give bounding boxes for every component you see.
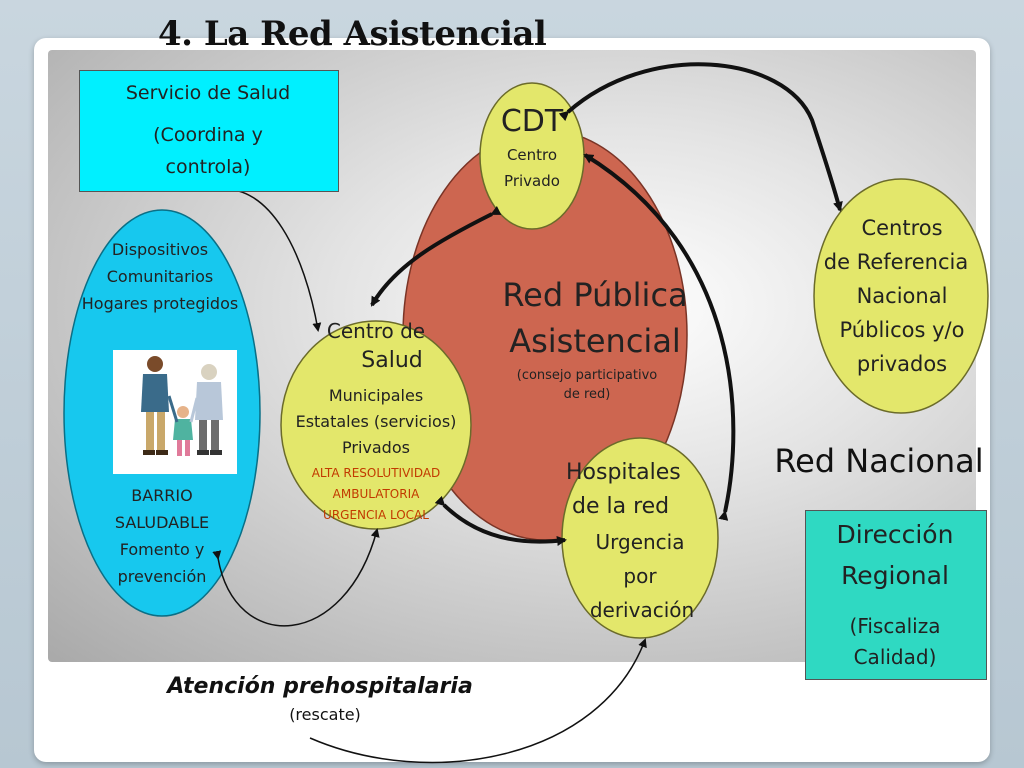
hospitales-line3: Urgencia [595,530,685,554]
referencia-line4: Públicos y/o [839,318,965,342]
red-publica-line3: (consejo participativo [516,368,658,383]
hospitales-line1: Hospitales [566,460,681,485]
referencia-line2: de Referencia [823,250,969,274]
cdt-title: CDT [500,104,564,139]
red-publica-line4: de red) [563,387,611,402]
servicio-line2: (Coordina y [153,124,263,146]
referencia-line3: Nacional [856,284,948,308]
direccion-regional-box [805,510,987,680]
arrow-prehospital-hosp [309,638,647,764]
arrow-centro-hosp [434,495,567,546]
direccion-line3: (Fiscaliza [849,614,941,638]
barrio-b1: BARRIO [131,486,193,505]
barrio-top2: Comunitarios [106,267,214,286]
red-publica-line2: Asistencial [509,322,681,360]
cdt-line2: Privado [504,172,560,190]
direccion-line4: Calidad) [853,645,937,669]
barrio-top1: Dispositivos [111,240,209,259]
hospitales-line5: derivación [589,598,695,622]
referencia-line5: privados [856,352,948,376]
prehospital-line2: (rescate) [289,705,361,724]
centro-line7: AMBULATORIA [332,487,420,501]
cdt-line1: Centro [506,146,558,164]
barrio-top3: Hogares protegidos [81,294,239,313]
centro-line6: ALTA RESOLUTIVIDAD [311,466,441,480]
red-nacional-label: Red Nacional [774,442,984,480]
arrow-hosp-cdt [583,153,736,521]
centro-line2: Salud [361,348,423,373]
hospitales-line2: de la red [572,494,670,519]
prehospital-line1: Atención prehospitalaria [167,674,473,699]
hospitales-line4: por [623,564,657,588]
servicio-line1: Servicio de Salud [125,82,291,104]
red-publica-line1: Red Pública [502,276,688,314]
servicio-line3: controla) [165,156,251,178]
servicio-salud-box [79,70,339,192]
slide-title: 4. La Red Asistencial [158,14,547,54]
centro-line1: Centro de [326,319,426,343]
centro-line8: URGENCIA LOCAL [323,508,429,522]
family-illustration [113,350,237,474]
centro-line5: Privados [342,438,410,457]
direccion-line1: Dirección [836,520,954,549]
barrio-b3: Fomento y [119,540,205,559]
arrow-cdt-centro [370,205,502,307]
referencia-node [813,178,989,414]
arrow-barrio-centro [212,528,380,627]
arrow-cdt-referencia [558,62,843,212]
direccion-line2: Regional [841,561,949,590]
centro-line4: Estatales (servicios) [295,412,457,431]
barrio-b2: SALUDABLE [114,513,210,532]
referencia-line1: Centros [861,216,943,240]
centro-line3: Municipales [328,386,424,405]
barrio-b4: prevención [117,567,207,586]
